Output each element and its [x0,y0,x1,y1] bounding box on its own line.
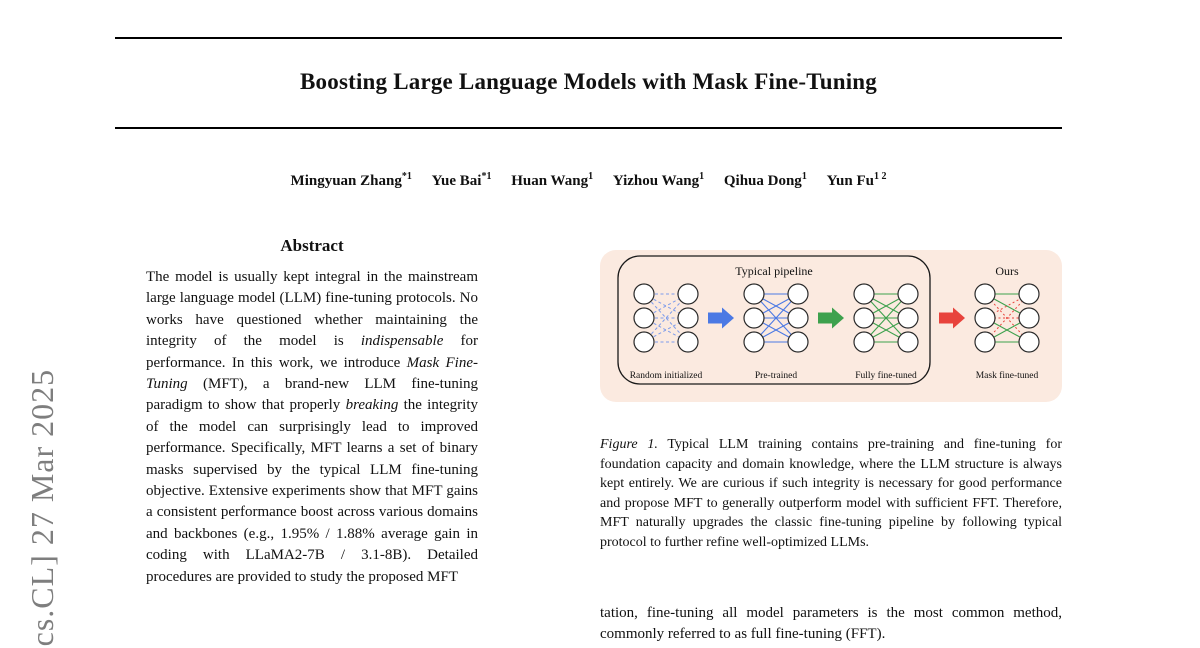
author-affiliation-mark: *1 [401,171,412,182]
author-affiliation-mark: 1 [588,171,594,182]
abstract-emphasis: Mask Fine-Tuning [146,354,478,393]
network-fully-finetuned-nodes [853,283,919,353]
top-rule [115,37,1062,39]
author: Huan Wang1 [511,171,594,189]
arrow-finetune-icon [818,307,844,329]
figure1-caption: Figure 1. Typical LLM training contains … [600,437,1062,550]
network-random-initialized-nodes [633,283,699,353]
figure1-pipeline-diagram: Typical pipeline Ours [600,250,1062,402]
author-affiliation-mark: 1 [699,171,705,182]
abstract-paragraph: The model is usually kept integral in th… [146,269,479,585]
figure-background [600,250,1062,402]
left-column: Abstract The model is usually kept integ… [146,236,478,588]
arrow-mask-finetune-icon [939,307,965,329]
author: Yizhou Wang1 [612,171,705,189]
author: Mingyuan Zhang*1 [290,171,412,189]
author-affiliation-mark: 1 2 [873,171,887,182]
paper-title: Boosting Large Language Models with Mask… [300,69,877,94]
typical-pipeline-label: Typical pipeline [735,264,812,278]
author: Yun Fu1 2 [826,171,887,189]
ours-label: Ours [995,264,1019,278]
body-paragraph: tation, fine-tuning all model parameters… [600,604,1062,643]
right-column: Typical pipeline Ours [600,250,1062,648]
author-affiliation-mark: 1 [801,171,807,182]
author-affiliation-mark: *1 [481,171,492,182]
author: Yue Bai*1 [431,171,492,189]
stage-label-pretrained: Pre-trained [755,371,797,381]
abstract-emphasis: breaking [345,397,399,414]
network-mask-finetuned-nodes [974,283,1040,353]
author-list: Mingyuan Zhang*1 Yue Bai*1 Huan Wang1 Yi… [115,171,1062,190]
figure-caption-label: Figure 1. [600,437,658,452]
abstract-emphasis: indispensable [360,333,444,350]
abstract-heading: Abstract [280,236,344,255]
stage-label-fully-finetuned: Fully fine-tuned [855,370,917,381]
stage-label-random-initialized: Random initialized [630,371,703,381]
stage-label-mask-finetuned: Mask fine-tuned [976,370,1039,381]
arrow-pretrain-icon [708,307,734,329]
network-pretrained-nodes [743,283,809,353]
typical-pipeline-box [617,255,931,385]
arxiv-sidebar-stamp: [cs.CL] 27 Mar 2025 [24,368,60,648]
title-rule [115,127,1062,129]
author: Qihua Dong1 [723,171,807,189]
